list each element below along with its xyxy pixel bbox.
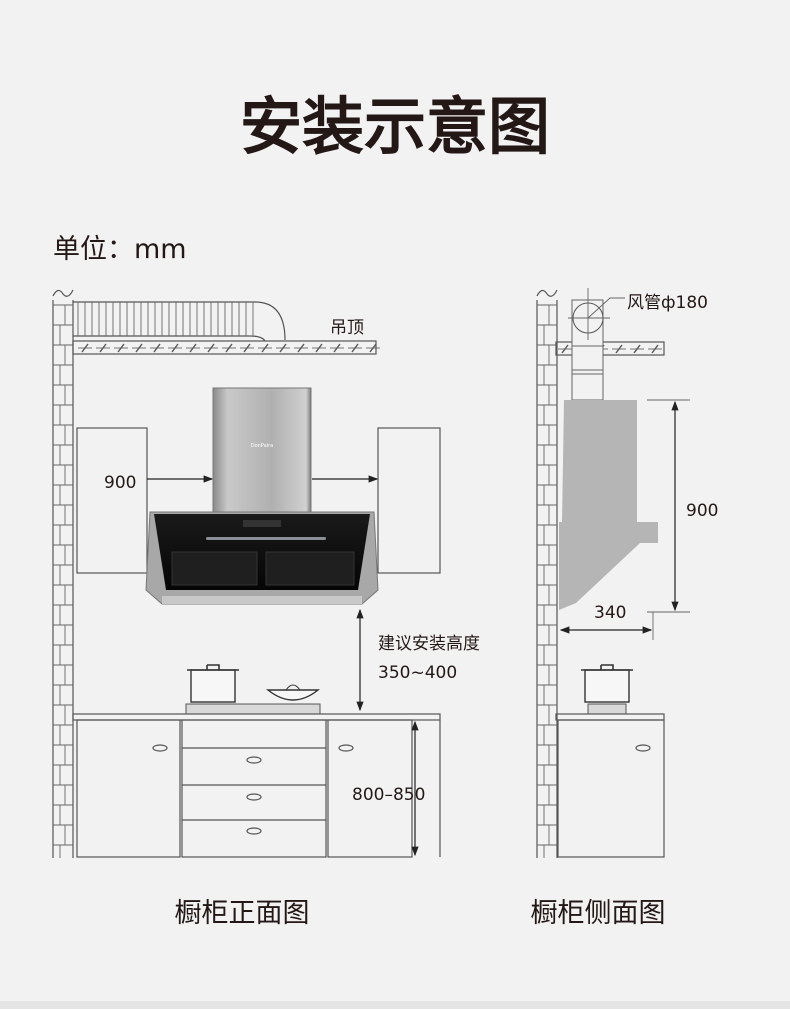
cooktop — [581, 664, 633, 715]
range-hood: DonPaira — [145, 387, 379, 605]
hood-display — [243, 520, 281, 527]
brick-wall — [536, 289, 558, 858]
hood-filter-right — [265, 551, 355, 586]
hood-side-profile — [559, 400, 658, 610]
brick-wall — [52, 289, 74, 858]
upper-cabinet-right — [377, 427, 441, 574]
cooktop — [185, 664, 321, 715]
width-dimension-label: 900 — [104, 473, 136, 493]
hood-brand-logo: DonPaira — [251, 443, 273, 449]
duct-pipe — [568, 288, 625, 401]
page-title: 安装示意图 — [240, 90, 550, 163]
front-view-caption: 橱柜正面图 — [175, 898, 310, 929]
hood-bottom-trim — [162, 596, 362, 604]
bottom-divider — [0, 1001, 790, 1009]
ceiling-slab — [72, 340, 380, 355]
pot — [584, 669, 630, 703]
wall-outline — [536, 289, 558, 858]
side-view: 风管ф180 900 340 橱柜侧面图 — [531, 288, 718, 929]
unit-label: 单位：mm — [53, 234, 187, 265]
install-height-value: 350~400 — [378, 663, 457, 683]
side-view-caption: 橱柜侧面图 — [531, 898, 666, 929]
hood-depth-label: 340 — [594, 603, 626, 623]
base-cabinet — [72, 713, 441, 858]
flexible-duct — [73, 301, 286, 342]
hood-chimney — [212, 387, 312, 515]
wok — [266, 689, 320, 701]
pot — [190, 669, 236, 703]
front-view: 吊顶 900 DonPaira 建议安装高度 350~400 — [52, 289, 480, 929]
ceiling-label: 吊顶 — [330, 318, 364, 338]
hood-light-strip — [206, 537, 326, 540]
install-height-label: 建议安装高度 — [378, 634, 480, 654]
hood-filter-left — [171, 551, 258, 586]
base-cabinet — [555, 713, 665, 858]
hood-height-label: 900 — [686, 501, 718, 521]
wall-outline — [52, 289, 74, 858]
upper-cabinet-left — [76, 427, 148, 574]
counter-height-label: 800–850 — [352, 785, 425, 805]
duct-label: 风管ф180 — [627, 293, 708, 313]
